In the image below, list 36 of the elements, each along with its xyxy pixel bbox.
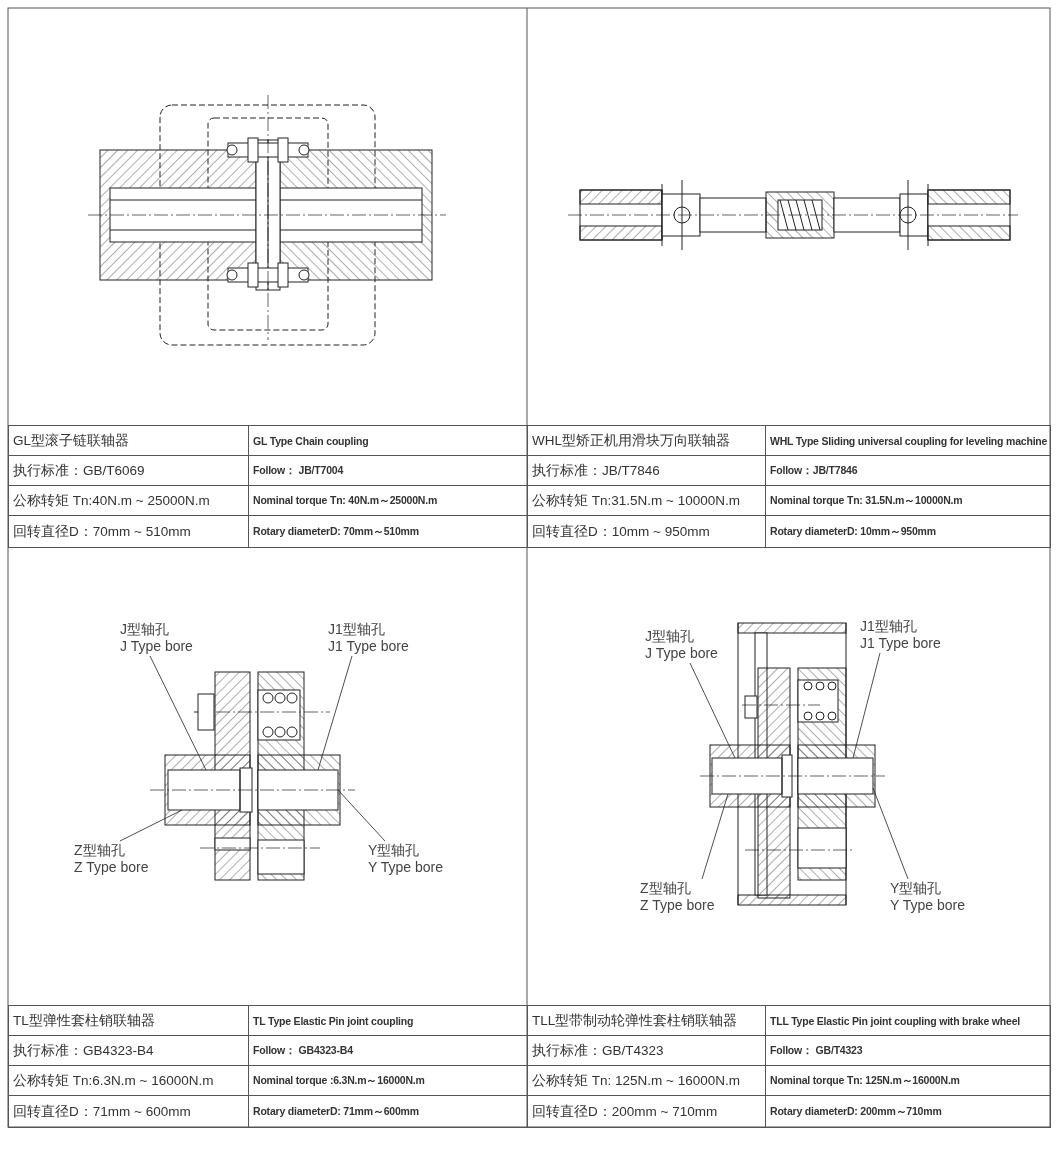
callout-label: Z型轴孔 xyxy=(74,842,126,859)
callout-label: J Type bore xyxy=(645,645,718,662)
table-cell: 回转直径D：71mm ~ 600mm xyxy=(8,1095,249,1128)
table-cell: Rotary diameterD: 200mm～710mm xyxy=(765,1095,1051,1128)
callout-label: J1型轴孔 xyxy=(328,621,386,638)
shaft-bore xyxy=(797,757,874,795)
callout-label: Z Type bore xyxy=(640,897,715,914)
callout-label: Z型轴孔 xyxy=(640,880,692,897)
callout-label: Z Type bore xyxy=(74,859,149,876)
table-cell: 回转直径D：70mm ~ 510mm xyxy=(8,515,249,548)
callout-label: Y Type bore xyxy=(890,897,965,914)
table-cell: TLL Type Elastic Pin joint coupling with brake wheel xyxy=(765,1005,1051,1036)
callout-label: Y Type bore xyxy=(368,859,443,876)
leader-line xyxy=(872,787,909,880)
leader-line xyxy=(701,793,729,880)
table-cell: WHL Type Sliding universal coupling for leveling machine xyxy=(765,425,1051,456)
callout-label: J1型轴孔 xyxy=(860,618,918,635)
table-cell: GL型滚子链联轴器 xyxy=(8,425,249,456)
table-cell: TL型弹性套柱销联轴器 xyxy=(8,1005,249,1036)
leader-line xyxy=(149,655,207,771)
callout-label: Y型轴孔 xyxy=(368,842,421,859)
leader-line xyxy=(337,789,386,842)
shaft-bore xyxy=(257,769,339,811)
shaft-bore xyxy=(711,757,783,795)
leader-line xyxy=(119,809,183,842)
leader-line xyxy=(852,652,881,759)
callout-label: Y型轴孔 xyxy=(890,880,943,897)
callout-label: J型轴孔 xyxy=(645,628,695,645)
callout-label: J1 Type bore xyxy=(328,638,409,655)
leader-line xyxy=(317,655,353,771)
callout-label: J1 Type bore xyxy=(860,635,941,652)
shaft-bore xyxy=(167,769,241,811)
callout-label: J Type bore xyxy=(120,638,193,655)
leader-line xyxy=(689,662,736,759)
callout-label: J型轴孔 xyxy=(120,621,170,638)
table-cell: Rotary diameterD: 10mm～950mm xyxy=(765,515,1051,548)
